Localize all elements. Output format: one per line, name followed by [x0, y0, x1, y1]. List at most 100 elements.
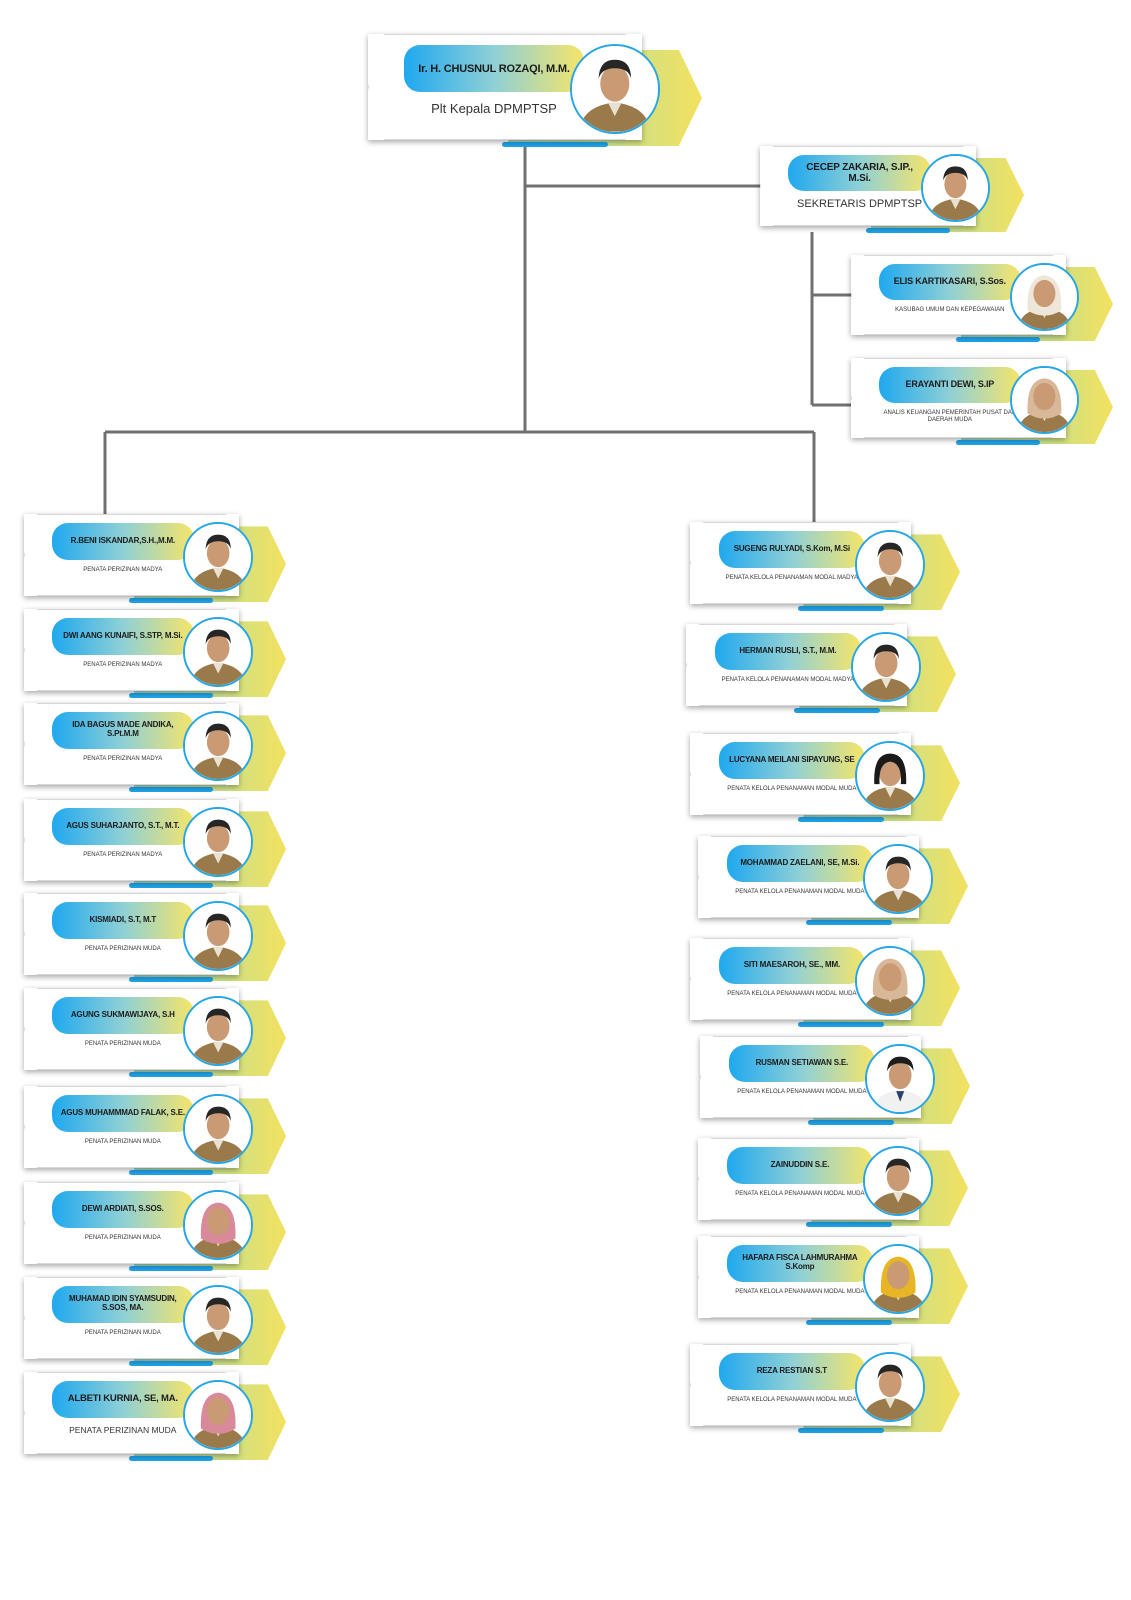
person-photo	[862, 1243, 933, 1315]
person-photo	[182, 1189, 254, 1261]
person-role: PENATA PERIZINAN MUDA	[84, 1138, 161, 1145]
person-photo	[182, 900, 254, 972]
person-name: Ir. H. CHUSNUL ROZAQI, M.M.	[403, 45, 585, 93]
person-photo	[182, 1379, 254, 1451]
card-underline	[128, 1072, 213, 1077]
card-staff-right: ZAINUDDIN S.E. PENATA KELOLA PENANAMAN MO…	[698, 1138, 968, 1227]
person-name: CECEP ZAKARIA, S.IP., M.Si.	[788, 154, 932, 191]
person-name: HERMAN RUSLI, S.T., M.M.	[714, 632, 861, 670]
card-staff-left: DEWI ARDIATI, S.SOS.PENATA PERIZINAN MUD…	[24, 1182, 286, 1271]
card-staff-right: MOHAMMAD ZAELANI, SE, M.Si. PENATA KELOLA…	[698, 836, 968, 925]
card-staff-left: KISMIADI, S.T, M.T PENATA PERIZINAN MUDA	[24, 893, 286, 982]
card-underline	[501, 142, 609, 147]
card-underline	[128, 598, 213, 603]
card-head: Ir. H. CHUSNUL ROZAQI, M.M. Plt Kepala DP…	[368, 34, 702, 147]
person-photo	[862, 843, 933, 915]
person-name: LUCYANA MEILANI SIPAYUNG, SE	[718, 741, 865, 779]
card-underline	[806, 920, 893, 925]
person-role: PENATA KELOLA PENANAMAN MODAL MADYA	[721, 676, 855, 683]
person-name: ALBETI KURNIA, SE, MA.	[51, 1380, 194, 1418]
card-underline	[798, 606, 885, 611]
person-name: HAFARA FISCA LAHMURAHMA S.Komp	[726, 1244, 873, 1282]
person-photo	[182, 1093, 254, 1165]
person-role: ANALIS KEUANGAN PEMERINTAH PUSAT DAN DAE…	[883, 409, 1017, 423]
card-staff-right: HERMAN RUSLI, S.T., M.M. PENATA KELOLA PE…	[686, 624, 956, 713]
person-photo	[854, 945, 925, 1017]
person-photo	[182, 995, 254, 1067]
person-name: R.BENI ISKANDAR,S.H.,M.M.	[51, 522, 194, 560]
person-name: SITI MAESAROH, SE., MM.	[718, 946, 865, 984]
card-staff-right: RUSMAN SETIAWAN S.E. PENATA KELOLA PENANA…	[700, 1036, 970, 1125]
person-name: ZAINUDDIN S.E.	[726, 1146, 873, 1184]
person-photo	[850, 631, 921, 703]
card-secretary: CECEP ZAKARIA, S.IP., M.Si. SEKRETARIS DP…	[760, 146, 1024, 233]
card-staff-left: R.BENI ISKANDAR,S.H.,M.M.PENATA PERIZINA…	[24, 514, 286, 603]
person-name: RUSMAN SETIAWAN S.E.	[728, 1044, 875, 1082]
person-role: PENATA PERIZINAN MUDA	[84, 1329, 161, 1336]
person-photo	[862, 1145, 933, 1217]
person-name: MOHAMMAD ZAELANI, SE, M.Si.	[726, 844, 873, 882]
person-role: PENATA KELOLA PENANAMAN MODAL MUDA	[737, 1088, 867, 1095]
person-role: PENATA KELOLA PENANAMAN MODAL MUDA	[727, 785, 857, 792]
person-name: MUHAMAD IDIN SYAMSUDIN, S.SOS, MA.	[51, 1285, 194, 1323]
person-role: PENATA PERIZINAN MADYA	[83, 755, 163, 762]
person-role: PENATA KELOLA PENANAMAN MODAL MUDA	[735, 888, 865, 895]
card-staff-left: AGUS SUHARJANTO, S.T., M.T. PENATA PERIZI…	[24, 799, 286, 888]
person-name: DWI AANG KUNAIFI, S.STP, M.Si.	[51, 617, 194, 655]
person-role: PENATA KELOLA PENANAMAN MODAL MUDA	[727, 990, 857, 997]
person-role: PENATA PERIZINAN MUDA	[84, 1234, 161, 1241]
card-secretary-staff: ELIS KARTIKASARI, S.Sos. KASUBAG UMUM DAN…	[851, 255, 1113, 342]
card-underline	[798, 1428, 885, 1433]
card-underline	[128, 977, 213, 982]
card-staff-left: ALBETI KURNIA, SE, MA. PENATA PERIZINAN M…	[24, 1372, 286, 1461]
card-staff-left: AGUS MUHAMMMAD FALAK, S.E. PENATA PERIZIN…	[24, 1086, 286, 1175]
person-name: IDA BAGUS MADE ANDIKA, S.Pt.M.M	[51, 711, 194, 749]
person-role: PENATA PERIZINAN MADYA	[83, 661, 163, 668]
person-photo	[854, 529, 925, 601]
person-photo	[1010, 262, 1080, 332]
card-staff-right: SITI MAESAROH, SE., MM. PENATA KELOLA PEN…	[690, 938, 960, 1027]
person-name: AGUS SUHARJANTO, S.T., M.T.	[51, 807, 194, 845]
person-role: PENATA PERIZINAN MUDA	[69, 1424, 177, 1435]
card-underline	[128, 1456, 213, 1461]
person-role: KASUBAG UMUM DAN KEPEGAWAIAN	[895, 306, 1005, 313]
person-role: SEKRETARIS DPMPTSP	[797, 197, 923, 210]
person-photo	[1010, 365, 1080, 435]
person-name: ELIS KARTIKASARI, S.Sos.	[878, 263, 1021, 300]
person-photo	[854, 740, 925, 812]
person-photo	[182, 1284, 254, 1356]
card-underline	[128, 1266, 213, 1271]
card-underline	[955, 440, 1040, 445]
person-role: PENATA PERIZINAN MUDA	[84, 945, 161, 952]
person-name: AGUNG SUKMAWIJAYA, S.H	[51, 996, 194, 1034]
card-underline	[865, 228, 951, 233]
person-role: Plt Kepala DPMPTSP	[431, 101, 557, 117]
person-name: REZA RESTIAN S.T	[718, 1352, 865, 1390]
person-photo	[182, 616, 254, 688]
card-underline	[798, 1022, 885, 1027]
card-staff-right: LUCYANA MEILANI SIPAYUNG, SE PENATA KELOL…	[690, 733, 960, 822]
person-role: PENATA KELOLA PENANAMAN MODAL MUDA	[735, 1190, 865, 1197]
person-name: SUGENG RULYADI, S.Kom, M.Si	[718, 530, 865, 568]
person-photo	[182, 521, 254, 593]
person-role: PENATA PERIZINAN MADYA	[83, 851, 163, 858]
card-underline	[128, 883, 213, 888]
card-underline	[798, 817, 885, 822]
person-photo	[182, 710, 254, 782]
person-photo	[920, 153, 990, 223]
person-name: KISMIADI, S.T, M.T	[51, 901, 194, 939]
card-underline	[128, 1170, 213, 1175]
person-name: AGUS MUHAMMMAD FALAK, S.E.	[51, 1094, 194, 1132]
card-underline	[794, 708, 881, 713]
person-photo	[864, 1043, 935, 1115]
card-underline	[955, 337, 1040, 342]
card-underline	[806, 1222, 893, 1227]
person-role: PENATA KELOLA PENANAMAN MODAL MUDA	[735, 1288, 865, 1295]
card-underline	[808, 1120, 895, 1125]
card-staff-left: IDA BAGUS MADE ANDIKA, S.Pt.M.M PENATA PE…	[24, 703, 286, 792]
